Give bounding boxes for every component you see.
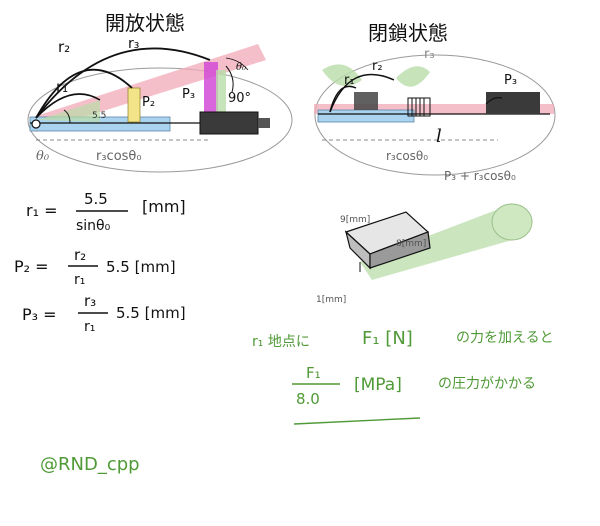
closed-green-leaf-left: [322, 64, 362, 87]
closed-pink-band: [314, 104, 554, 114]
closed-dark-block: [486, 92, 540, 114]
eq3-numerator: r₃: [84, 292, 96, 310]
open-green-strut: [216, 70, 226, 120]
open-state-figure: 開放状態 r₂ r₃ r₁ P₂: [27, 11, 293, 173]
closed-green-leaf-right: [396, 66, 430, 87]
eq1-denominator: sinθ₀: [76, 218, 111, 234]
closed-rotation-ellipse: [314, 54, 556, 176]
eq1-numerator: 5.5: [84, 190, 108, 208]
note-line1-a: r₁ 地点に: [252, 334, 310, 350]
open-yellow-strut: [127, 87, 141, 123]
note-underline: [293, 417, 421, 425]
label-r3cos: r₃cosθ₀: [96, 149, 142, 164]
open-theta-arc: [63, 109, 71, 124]
block-front-face: [369, 231, 431, 269]
label-small-theta: θ₀: [236, 62, 246, 73]
open-green-wedge: [38, 100, 100, 122]
eq3-lhs: P₃ =: [22, 305, 57, 324]
open-arc-r3: [35, 47, 211, 119]
closed-arc-p3: [485, 97, 503, 105]
closed-label-r3: r₃: [424, 47, 435, 62]
closed-label-p3: P₃: [504, 73, 517, 88]
note-line2-tail: の圧力がかかる: [438, 376, 536, 392]
block-figure: 9[mm] 8[mm] 1[mm]: [316, 203, 533, 305]
eq2-denominator: r₁: [74, 272, 85, 288]
note-line1-b: F₁ [N]: [362, 328, 413, 349]
closed-arc-r2: [329, 73, 395, 113]
closed-label-r2: r₂: [372, 59, 383, 74]
green-cone-end: [491, 203, 533, 241]
label-p2: P₂: [142, 95, 155, 110]
open-small-theta-arc: [225, 57, 249, 71]
closed-state-figure: 閉鎖状態 r₁ r₂ r₃ P₃ l r₃cosθ₀: [314, 21, 556, 183]
green-force-cone: [360, 204, 529, 280]
open-90-arc: [225, 65, 234, 93]
block-face-dim: 8[mm]: [396, 239, 426, 249]
closed-striped-block: [407, 97, 431, 117]
closed-label-sum: P₃ + r₃cosθ₀: [444, 169, 516, 183]
block-bottom-dim: 1[mm]: [316, 295, 346, 305]
label-theta0: θ₀: [36, 149, 50, 164]
open-magenta-strut: [204, 62, 218, 118]
eq1-unit: [mm]: [142, 197, 186, 216]
eq2-rest: 5.5 [mm]: [106, 258, 176, 276]
open-state-heading: 開放状態: [105, 11, 185, 35]
eq2-numerator: r₂: [74, 246, 86, 264]
open-rotation-ellipse: [27, 67, 293, 173]
closed-state-heading: 閉鎖状態: [368, 21, 448, 45]
block-top-dim: 9[mm]: [340, 215, 370, 225]
closed-blue-base: [317, 109, 415, 123]
open-pivot-circle: [31, 119, 41, 129]
label-r1: r₁: [56, 78, 68, 96]
eq3-rest: 5.5 [mm]: [116, 304, 186, 322]
label-r3: r₃: [128, 36, 139, 52]
closed-label-r1: r₁: [344, 73, 355, 88]
eq1-lhs: r₁ =: [26, 201, 57, 220]
green-notes: r₁ 地点に F₁ [N] の力を加えると F₁ 8.0 [MPa] の圧力がか…: [252, 328, 554, 425]
eq3-denominator: r₁: [84, 319, 95, 335]
note-line1-c: の力を加えると: [456, 330, 554, 346]
label-90: 90°: [228, 91, 251, 106]
label-r2: r₂: [58, 38, 70, 56]
note-frac-unit: [MPa]: [354, 375, 402, 395]
signature: @RND_cpp: [40, 454, 140, 475]
note-frac-numerator: F₁: [306, 364, 321, 382]
equations: r₁ = 5.5 sinθ₀ [mm] P₂ = r₂ r₁ 5.5 [mm] …: [14, 190, 186, 335]
eq2-lhs: P₂ =: [14, 257, 49, 276]
open-dark-block: [199, 111, 259, 135]
note-frac-denominator: 8.0: [296, 390, 320, 408]
closed-dark-joint: [354, 92, 378, 110]
closed-label-l: l: [436, 126, 442, 147]
open-dark-block-tip: [258, 118, 270, 128]
label-5-5: 5.5: [92, 111, 106, 121]
closed-label-r3cos: r₃cosθ₀: [386, 149, 428, 163]
label-p3: P₃: [182, 87, 195, 102]
open-arc-r1: [35, 93, 101, 119]
